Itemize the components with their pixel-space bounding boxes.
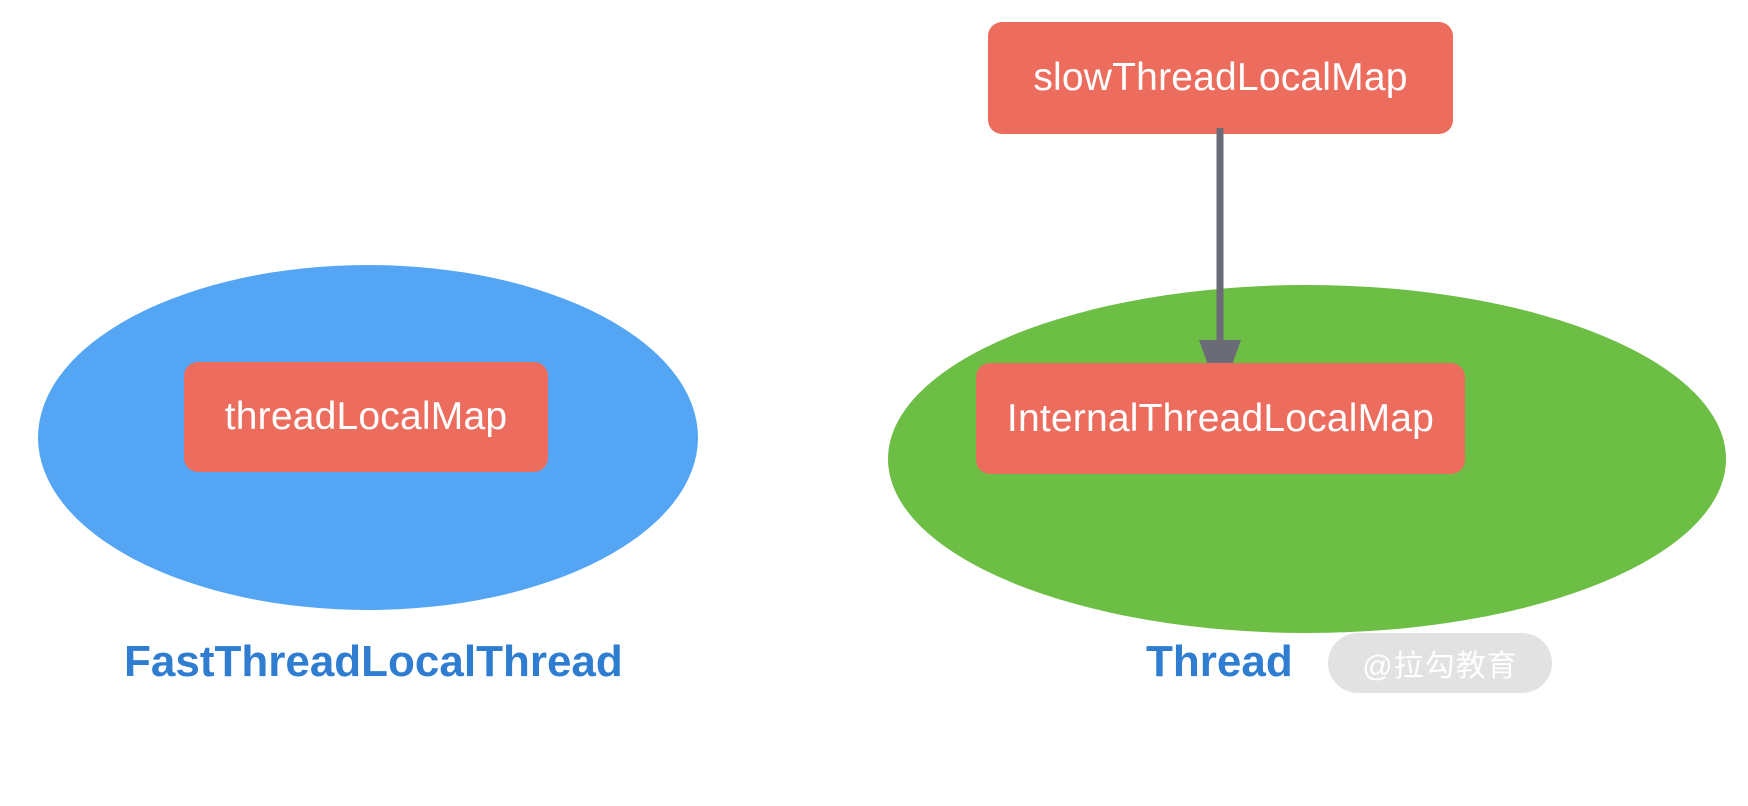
watermark-badge: @拉勾教育: [1328, 633, 1552, 693]
connector-arrow-icon: [1199, 128, 1241, 398]
thread-local-map-box[interactable]: threadLocalMap: [184, 362, 548, 472]
fast-thread-local-thread-caption: FastThreadLocalThread: [124, 637, 623, 686]
thread-caption: Thread: [1146, 637, 1293, 686]
internal-thread-local-map-box[interactable]: InternalThreadLocalMap: [976, 363, 1465, 474]
slow-thread-local-map-box[interactable]: slowThreadLocalMap: [988, 22, 1453, 134]
internal-thread-local-map-label: InternalThreadLocalMap: [1006, 396, 1435, 440]
slow-thread-local-map-label: slowThreadLocalMap: [1033, 56, 1408, 99]
watermark-text: @拉勾教育: [1362, 650, 1518, 683]
thread-local-map-label: threadLocalMap: [224, 395, 508, 438]
